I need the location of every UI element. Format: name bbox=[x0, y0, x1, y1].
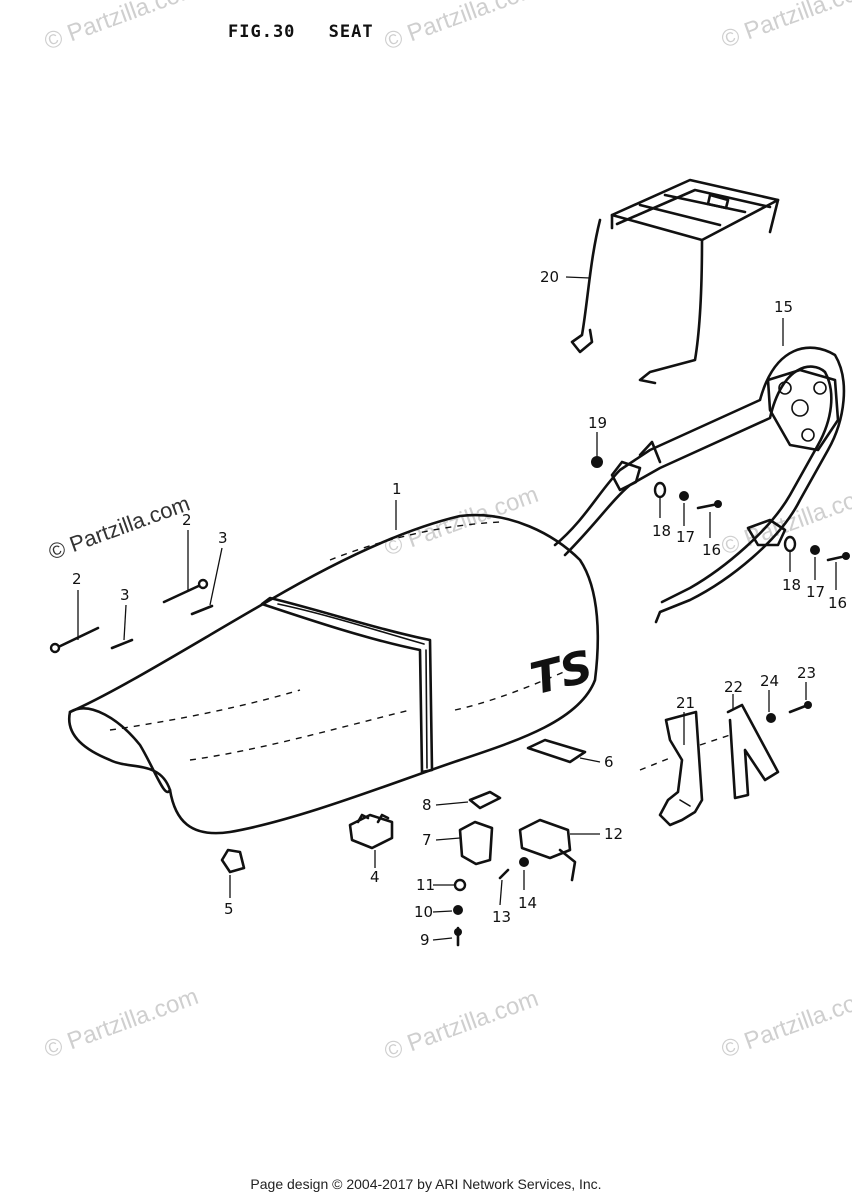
callout-17-lower: 17 bbox=[806, 583, 825, 601]
callout-22: 22 bbox=[724, 678, 743, 696]
callout-10: 10 bbox=[414, 903, 433, 921]
callout-1: 1 bbox=[392, 480, 402, 498]
figure-name: SEAT bbox=[328, 22, 374, 42]
callout-15: 15 bbox=[774, 298, 793, 316]
pins-and-clips bbox=[49, 578, 214, 654]
carrier bbox=[570, 178, 780, 385]
watermark: © Partzilla.com bbox=[41, 983, 202, 1064]
watermark: © Partzilla.com bbox=[45, 491, 193, 565]
callout-24: 24 bbox=[760, 672, 779, 690]
page-footer: Page design © 2004-2017 by ARI Network S… bbox=[250, 1176, 602, 1192]
callout-9: 9 bbox=[420, 931, 430, 949]
callout-18-lower: 18 bbox=[782, 576, 801, 594]
callout-19: 19 bbox=[588, 414, 607, 432]
callouts: 1 2 3 2 3 4 5 6 7 8 9 10 11 12 13 14 15 … bbox=[72, 268, 847, 949]
watermark: © Partzilla.com bbox=[381, 985, 542, 1066]
callout-14: 14 bbox=[518, 894, 537, 912]
callout-7: 7 bbox=[422, 831, 432, 849]
callout-3: 3 bbox=[120, 586, 130, 604]
hardware bbox=[220, 738, 587, 947]
watermarks: © Partzilla.com © Partzilla.com © Partzi… bbox=[41, 0, 852, 1066]
figure-title: FIG.30 SEAT bbox=[228, 22, 374, 42]
callout-6: 6 bbox=[604, 753, 614, 771]
callout-5: 5 bbox=[224, 900, 234, 918]
callout-16: 16 bbox=[702, 541, 721, 559]
callout-8: 8 bbox=[422, 796, 432, 814]
watermark: © Partzilla.com bbox=[718, 983, 852, 1064]
watermark: © Partzilla.com bbox=[41, 0, 202, 56]
rear-frame bbox=[553, 346, 846, 624]
callout-23: 23 bbox=[797, 664, 816, 682]
callout-21: 21 bbox=[676, 694, 695, 712]
callout-2: 2 bbox=[72, 570, 82, 588]
callout-4: 4 bbox=[370, 868, 380, 886]
callout-16-lower: 16 bbox=[828, 594, 847, 612]
callout-3-upper: 3 bbox=[218, 529, 228, 547]
callout-17: 17 bbox=[676, 528, 695, 546]
callout-12: 12 bbox=[604, 825, 623, 843]
watermark: © Partzilla.com bbox=[718, 0, 852, 54]
callout-11: 11 bbox=[416, 876, 435, 894]
figure-number: FIG.30 bbox=[228, 22, 296, 42]
callout-18: 18 bbox=[652, 522, 671, 540]
seat: TS bbox=[67, 513, 600, 835]
callout-20: 20 bbox=[540, 268, 559, 286]
watermark: © Partzilla.com bbox=[381, 0, 542, 56]
bracket-hardware bbox=[591, 456, 850, 827]
callout-13: 13 bbox=[492, 908, 511, 926]
callout-2-upper: 2 bbox=[182, 511, 192, 529]
